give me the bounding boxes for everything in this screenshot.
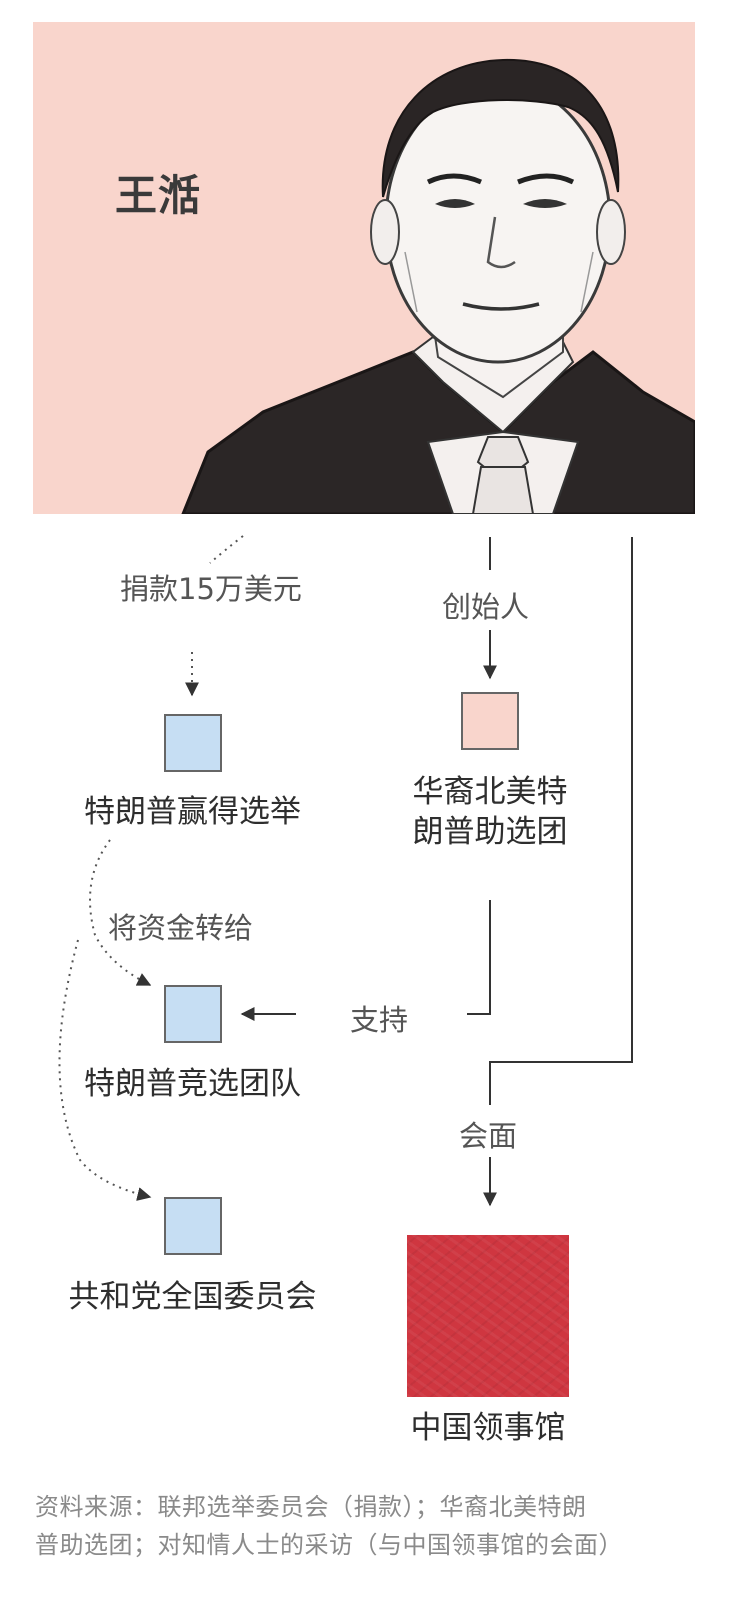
source-note-line1: 资料来源：联邦选举委员会（捐款）；华裔北美特朗 bbox=[35, 1493, 587, 1521]
node-box-campaign bbox=[164, 985, 222, 1043]
node-label-consulate: 中国领事馆 bbox=[410, 1410, 566, 1446]
node-label-trump-win: 特朗普赢得选举 bbox=[84, 794, 301, 830]
node-box-rnc bbox=[164, 1197, 222, 1255]
node-label-group-line1: 华裔北美特 bbox=[412, 774, 568, 810]
edge-label-transfer: 将资金转给 bbox=[108, 911, 254, 945]
source-note-line2: 普助选团；对知情人士的采访（与中国领事馆的会面） bbox=[35, 1531, 623, 1559]
node-label-rnc: 共和党全国委员会 bbox=[68, 1279, 317, 1315]
edge-label-donation: 捐款15万美元 bbox=[120, 572, 302, 606]
support-line bbox=[467, 900, 491, 1015]
node-label-group-line2: 朗普助选团 bbox=[412, 814, 568, 850]
person-name: 王湉 bbox=[115, 171, 202, 220]
node-box-group bbox=[461, 692, 519, 750]
node-box-consulate bbox=[407, 1235, 569, 1397]
transfer-dotted-arrow-campaign bbox=[89, 839, 152, 986]
node-label-campaign: 特朗普竞选团队 bbox=[84, 1066, 301, 1102]
edge-label-founder: 创始人 bbox=[442, 590, 530, 624]
portrait-sketch-illustration bbox=[181, 58, 695, 514]
source-note: 资料来源：联邦选举委员会（捐款）；华裔北美特朗 普助选团；对知情人士的采访（与中… bbox=[35, 1488, 715, 1564]
donation-dotted-line-top bbox=[209, 535, 244, 564]
edge-label-support: 支持 bbox=[350, 1003, 409, 1037]
node-label-group: 华裔北美特 朗普助选团 bbox=[380, 772, 600, 852]
node-box-trump-win bbox=[164, 714, 222, 772]
edge-label-meeting: 会面 bbox=[459, 1119, 518, 1153]
portrait-panel: 王湉 bbox=[33, 22, 695, 514]
meeting-line bbox=[489, 537, 633, 1105]
